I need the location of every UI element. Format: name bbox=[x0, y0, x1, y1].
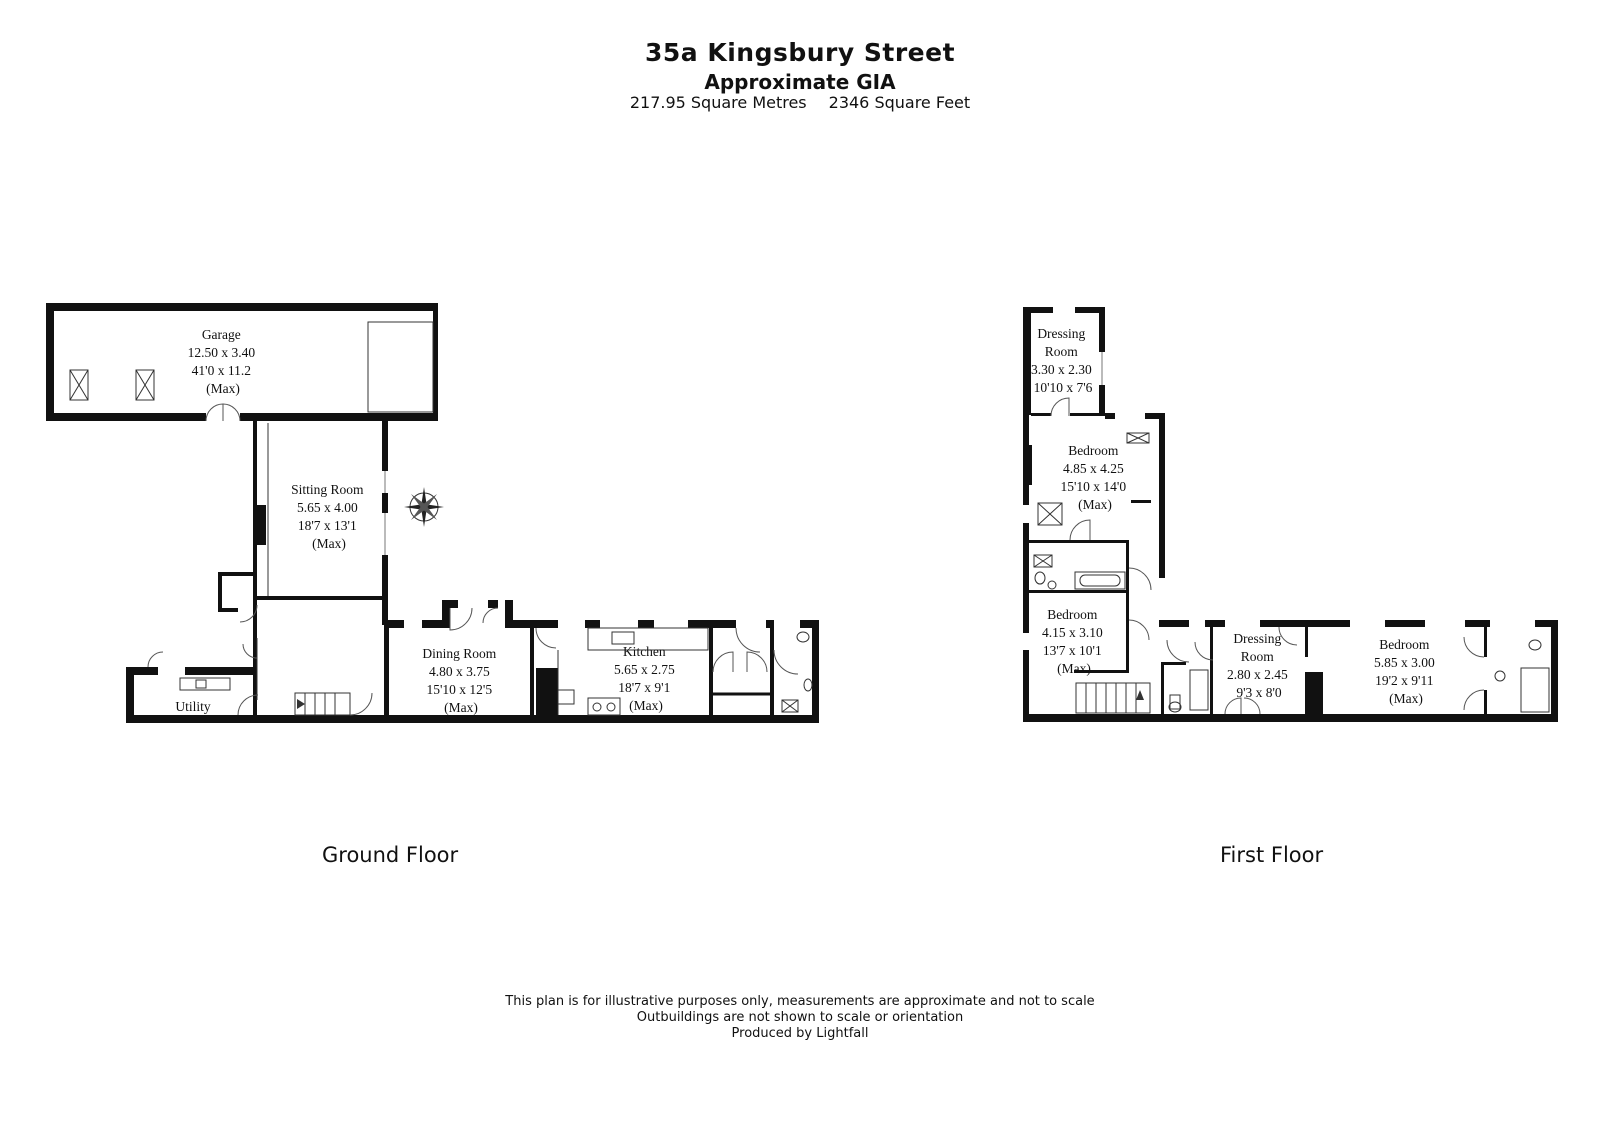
utility-name: Utility bbox=[175, 699, 211, 714]
dressing-room-2-imperial: 9'3 x 8'0 bbox=[1236, 685, 1282, 700]
bedroom-3-name: Bedroom bbox=[1379, 637, 1430, 652]
dressing-room-1-name-b: Room bbox=[1045, 344, 1079, 359]
dressing-room-1-imperial: 10'10 x 7'6 bbox=[1034, 380, 1093, 395]
first-floor-plan bbox=[1023, 307, 1558, 722]
bedroom-3-label: Bedroom 5.85 x 3.00 19'2 x 9'11 (Max) bbox=[1374, 637, 1438, 706]
sitting-room-metric: 5.65 x 4.00 bbox=[297, 500, 358, 515]
kitchen-imperial: 18'7 x 9'1 bbox=[618, 680, 670, 695]
first-floor-walls bbox=[1023, 307, 1558, 722]
kitchen-label: Kitchen 5.65 x 2.75 18'7 x 9'1 (Max) bbox=[614, 644, 678, 713]
page-title: 35a Kingsbury Street bbox=[644, 38, 956, 67]
bedroom-3-max: (Max) bbox=[1389, 691, 1423, 706]
ground-floor-walls bbox=[126, 572, 819, 723]
dressing-room-2-label: Dressing Room 2.80 x 2.45 9'3 x 8'0 bbox=[1227, 631, 1291, 700]
sitting-room-imperial: 18'7 x 13'1 bbox=[298, 518, 357, 533]
area-summary: 217.95 Square Metres 2346 Square Feet bbox=[0, 93, 1600, 112]
area-square-metres: 217.95 Square Metres bbox=[629, 93, 807, 112]
dining-room-max: (Max) bbox=[444, 700, 478, 715]
bedroom-2-max: (Max) bbox=[1057, 661, 1091, 676]
disclaimer: This plan is for illustrative purposes o… bbox=[0, 994, 1600, 1042]
dressing-room-1-label: Dressing Room 3.30 x 2.30 10'10 x 7'6 bbox=[1031, 326, 1095, 395]
dressing-room-2-metric: 2.80 x 2.45 bbox=[1227, 667, 1288, 682]
compass-rose-icon bbox=[404, 487, 444, 527]
dressing-room-1-name-a: Dressing bbox=[1037, 326, 1085, 341]
area-square-feet: 2346 Square Feet bbox=[828, 93, 971, 112]
dining-room-imperial: 15'10 x 12'5 bbox=[427, 682, 493, 697]
bedroom-1-max: (Max) bbox=[1078, 497, 1112, 512]
disclaimer-line-1: This plan is for illustrative purposes o… bbox=[505, 994, 1095, 1009]
utility-label: Utility bbox=[175, 699, 211, 714]
page-subtitle: Approximate GIA bbox=[704, 70, 896, 94]
garage-name: Garage bbox=[202, 327, 241, 342]
sitting-room-walls bbox=[253, 421, 388, 625]
kitchen-metric: 5.65 x 2.75 bbox=[614, 662, 675, 677]
first-floor-fixtures bbox=[1033, 397, 1550, 715]
kitchen-max: (Max) bbox=[629, 698, 663, 713]
ground-floor-plan bbox=[46, 303, 819, 723]
sitting-room-name: Sitting Room bbox=[291, 482, 364, 497]
dining-room-metric: 4.80 x 3.75 bbox=[429, 664, 490, 679]
bedroom-2-label: Bedroom 4.15 x 3.10 13'7 x 10'1 (Max) bbox=[1042, 607, 1106, 676]
bedroom-1-imperial: 15'10 x 14'0 bbox=[1061, 479, 1127, 494]
sitting-room-label: Sitting Room 5.65 x 4.00 18'7 x 13'1 (Ma… bbox=[291, 482, 367, 551]
garage-max: (Max) bbox=[206, 381, 240, 396]
bedroom-2-name: Bedroom bbox=[1047, 607, 1098, 622]
dressing-room-2-name-b: Room bbox=[1241, 649, 1275, 664]
garage-walls bbox=[46, 303, 438, 422]
dining-room-name: Dining Room bbox=[422, 646, 496, 661]
bedroom-1-label: Bedroom 4.85 x 4.25 15'10 x 14'0 (Max) bbox=[1061, 443, 1130, 512]
bedroom-2-metric: 4.15 x 3.10 bbox=[1042, 625, 1103, 640]
bedroom-1-name: Bedroom bbox=[1068, 443, 1119, 458]
garage-label: Garage 12.50 x 3.40 41'0 x 11.2 (Max) bbox=[188, 327, 259, 396]
garage-imperial: 41'0 x 11.2 bbox=[192, 363, 251, 378]
disclaimer-line-2: Outbuildings are not shown to scale or o… bbox=[636, 1010, 964, 1025]
dining-room-label: Dining Room 4.80 x 3.75 15'10 x 12'5 (Ma… bbox=[422, 646, 499, 715]
room-labels: Garage 12.50 x 3.40 41'0 x 11.2 (Max) Si… bbox=[175, 326, 1438, 715]
garage-metric: 12.50 x 3.40 bbox=[188, 345, 256, 360]
bedroom-1-metric: 4.85 x 4.25 bbox=[1063, 461, 1124, 476]
ground-floor-label: Ground Floor bbox=[322, 843, 459, 867]
sitting-room-max: (Max) bbox=[312, 536, 346, 551]
dressing-room-1-metric: 3.30 x 2.30 bbox=[1031, 362, 1092, 377]
bedroom-3-imperial: 19'2 x 9'11 bbox=[1375, 673, 1433, 688]
bedroom-2-imperial: 13'7 x 10'1 bbox=[1043, 643, 1102, 658]
bedroom-3-metric: 5.85 x 3.00 bbox=[1374, 655, 1435, 670]
dressing-room-2-name-a: Dressing bbox=[1233, 631, 1281, 646]
first-floor-label: First Floor bbox=[1220, 843, 1324, 867]
disclaimer-line-3: Produced by Lightfall bbox=[731, 1026, 869, 1041]
kitchen-name: Kitchen bbox=[623, 644, 666, 659]
ground-floor-fixtures bbox=[147, 604, 813, 716]
